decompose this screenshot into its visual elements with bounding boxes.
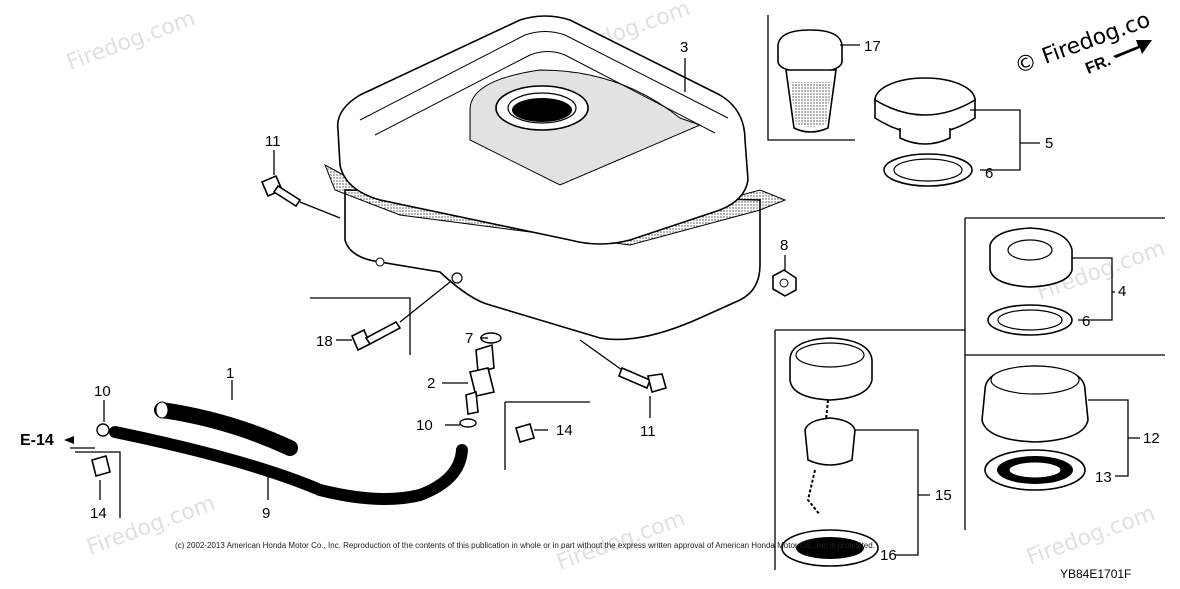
callout-18: 18 bbox=[316, 333, 333, 350]
reference-label: E-14 bbox=[20, 432, 54, 449]
front-label: FR. bbox=[1083, 52, 1113, 77]
fuel-cap-12 bbox=[981, 365, 1089, 491]
callout-14b: 14 bbox=[90, 505, 107, 522]
fuel-cap-4 bbox=[987, 227, 1073, 336]
callout-9: 9 bbox=[262, 505, 270, 522]
callout-17: 17 bbox=[864, 38, 881, 55]
callout-6: 6 bbox=[985, 165, 993, 182]
reference-e14: E-14 bbox=[20, 432, 74, 449]
copyright-notice: (c) 2002-2013 American Honda Motor Co., … bbox=[175, 541, 875, 550]
strainer bbox=[777, 29, 843, 133]
watermark-text: Firedog.com bbox=[1024, 501, 1159, 571]
fuel-cock bbox=[459, 332, 502, 428]
callout-7: 7 bbox=[465, 330, 473, 347]
leader-lines bbox=[70, 44, 1140, 556]
watermark-corner-text: © Firedog.co bbox=[1012, 8, 1154, 80]
fuel-tube bbox=[109, 401, 468, 505]
clips bbox=[91, 423, 535, 477]
diagram-code: YB84E1701F bbox=[1060, 567, 1131, 581]
callout-2: 2 bbox=[427, 375, 435, 392]
fuel-tank bbox=[324, 15, 787, 341]
callout-13: 13 bbox=[1095, 469, 1112, 486]
callout-14: 14 bbox=[556, 422, 573, 439]
bolt-11-right bbox=[579, 339, 667, 393]
callout-16: 16 bbox=[880, 547, 897, 564]
callout-11: 11 bbox=[265, 133, 281, 150]
callout-3: 3 bbox=[680, 39, 688, 56]
frame-lines bbox=[75, 15, 1165, 570]
callout-8: 8 bbox=[780, 237, 788, 254]
fuel-cap-5 bbox=[874, 77, 976, 187]
callout-labels: 1 2 3 4 5 6 6 7 8 9 10 10 11 11 12 13 14… bbox=[90, 38, 1160, 564]
nut-8 bbox=[772, 269, 797, 297]
callout-12: 12 bbox=[1143, 430, 1160, 447]
bolt-11-left bbox=[260, 174, 341, 219]
arrow-left-icon bbox=[64, 436, 74, 444]
watermark-text: Firedog.com bbox=[64, 6, 199, 76]
bolt-18 bbox=[350, 281, 451, 352]
callout-10b: 10 bbox=[416, 417, 433, 434]
watermark-text: Firedog.com bbox=[84, 491, 219, 561]
callout-5: 5 bbox=[1045, 135, 1053, 152]
callout-6b: 6 bbox=[1082, 313, 1090, 330]
callout-11b: 11 bbox=[640, 423, 656, 440]
callout-1: 1 bbox=[226, 365, 234, 382]
fuel-cap-15 bbox=[781, 337, 879, 567]
arrow-icon bbox=[1113, 40, 1152, 58]
callout-10: 10 bbox=[94, 383, 111, 400]
callout-15: 15 bbox=[935, 487, 952, 504]
callout-4: 4 bbox=[1118, 283, 1126, 300]
